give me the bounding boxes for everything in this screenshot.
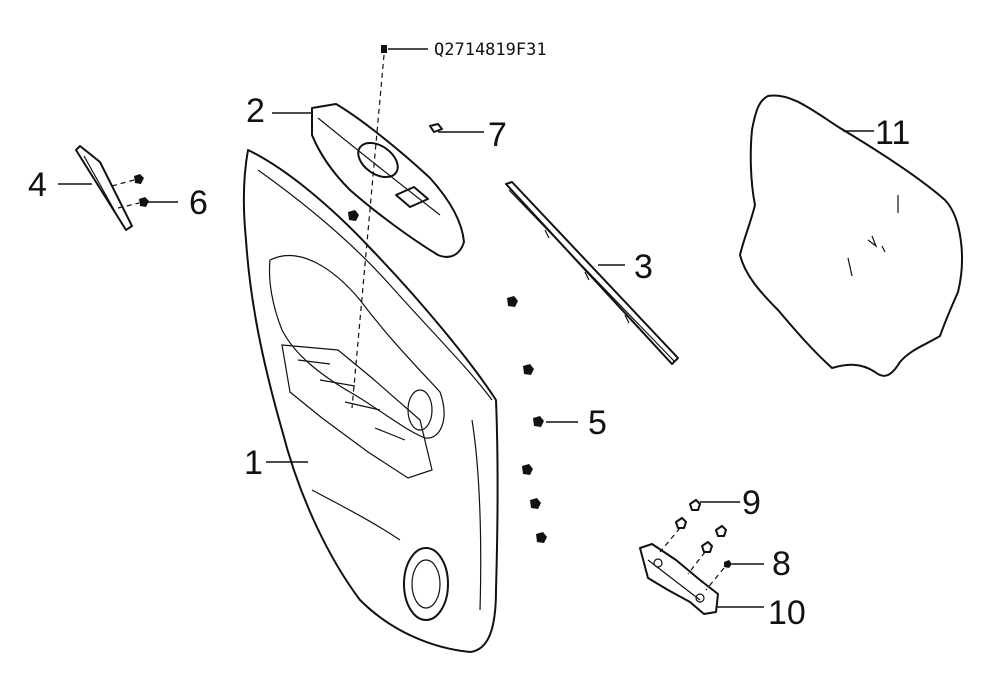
part-2-switch-panel — [311, 103, 465, 258]
dash-8 — [705, 567, 725, 591]
callout-4: 4 — [28, 166, 47, 204]
callout-7: 7 — [488, 116, 507, 154]
callout-8: 8 — [772, 545, 791, 583]
callout-3: 3 — [634, 248, 653, 286]
part-1-door-panel — [242, 149, 499, 653]
part-code-screw — [381, 45, 387, 53]
part-code-label: Q2714819F31 — [434, 40, 547, 60]
callout-9: 9 — [742, 484, 761, 522]
part-5-clips — [348, 210, 547, 543]
part-6-clip-b — [139, 197, 149, 207]
dash-9a — [659, 527, 681, 553]
part-6-clip-a — [134, 174, 144, 184]
dash-6a — [111, 179, 135, 187]
part-7-clip — [429, 123, 443, 133]
callout-6: 6 — [189, 184, 208, 222]
dash-9b — [687, 551, 706, 575]
part-3-weatherstrip — [505, 181, 679, 365]
part-9-screws — [675, 499, 727, 553]
callout-11: 11 — [875, 114, 910, 152]
part-4-corner-trim — [75, 145, 133, 231]
part-11-sheet — [739, 94, 963, 377]
dash-6b — [117, 202, 140, 209]
part-8-nut — [724, 560, 732, 568]
callout-1: 1 — [244, 444, 263, 482]
callout-2: 2 — [246, 92, 265, 130]
callout-5: 5 — [588, 404, 607, 442]
part-10-bracket — [639, 543, 719, 615]
callout-10: 10 — [768, 594, 806, 632]
